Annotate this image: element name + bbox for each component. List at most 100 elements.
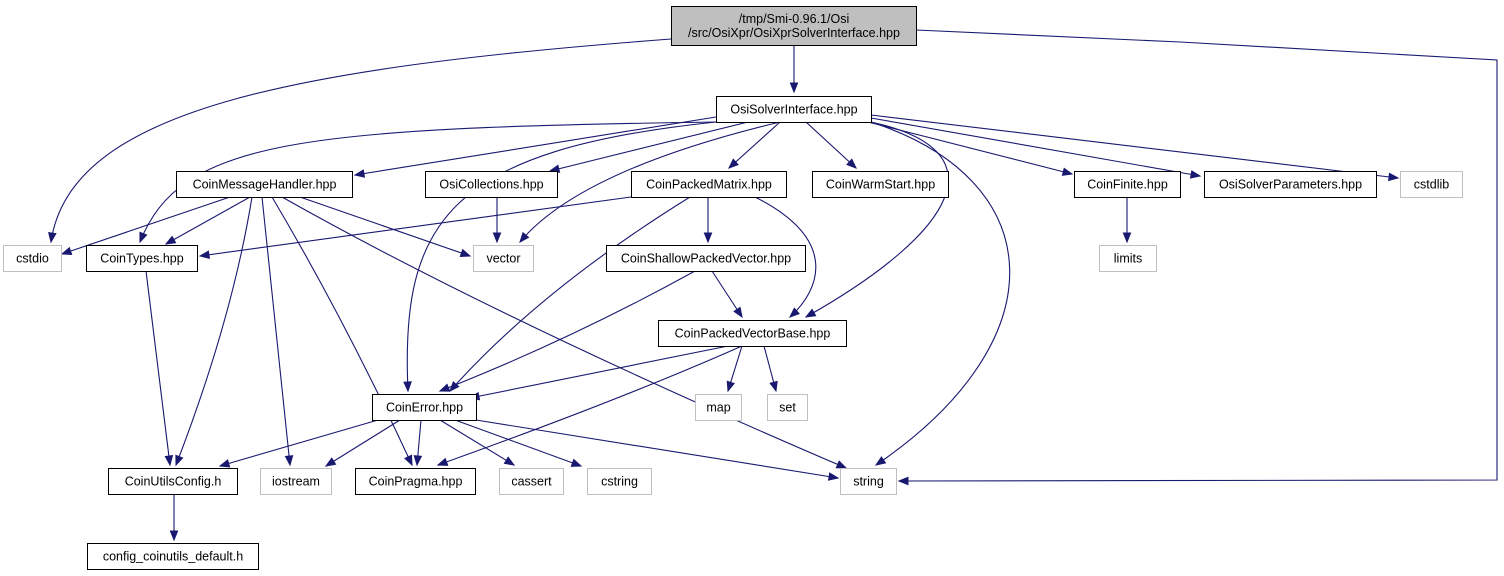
arrow-head (438, 383, 451, 392)
node-osicoll[interactable]: OsiCollections.hpp (425, 171, 558, 198)
arrow-head (874, 456, 887, 466)
node-finite[interactable]: CoinFinite.hpp (1074, 171, 1181, 198)
node-box (260, 468, 332, 495)
node-cointypes[interactable]: CoinTypes.hpp (86, 245, 198, 272)
node-box (1074, 171, 1181, 198)
edge-osisolver-to-error (403, 121, 717, 393)
edge-osisolver-to-osicoll (548, 121, 749, 173)
node-box (812, 171, 949, 198)
edge-pvbase-to-pragma (436, 345, 743, 466)
arrow-head (169, 530, 179, 542)
node-box (176, 171, 353, 198)
edge-osisolver-to-packedmatrix (728, 121, 781, 169)
node-map: map (695, 394, 742, 421)
node-box (1099, 245, 1157, 272)
edge-utilsconfig-to-configdefault (169, 494, 179, 542)
node-label: vector (486, 252, 520, 266)
node-label: CoinWarmStart.hpp (826, 178, 935, 192)
edge-error-to-cassert (439, 419, 516, 466)
node-box (658, 320, 847, 347)
edge-line (354, 116, 717, 176)
arrow-head (570, 458, 583, 467)
arrow-head (769, 380, 778, 393)
node-box (840, 468, 897, 495)
node-box (1204, 171, 1377, 198)
node-label: map (706, 401, 730, 415)
node-box (372, 394, 477, 421)
edge-line (175, 196, 253, 466)
edge-cointypes-to-utilsconfig (145, 270, 174, 467)
edge-root-to-string (897, 29, 1498, 486)
node-label: config_coinutils_default.h (103, 550, 243, 564)
node-box (355, 468, 476, 495)
edge-line (728, 121, 781, 169)
edge-line (519, 121, 781, 243)
edge-finite-to-limits (1122, 197, 1132, 244)
edge-error-to-utilsconfig (218, 419, 379, 468)
node-box (606, 245, 806, 272)
node-msghandler[interactable]: CoinMessageHandler.hpp (176, 171, 353, 198)
edge-line (145, 270, 171, 466)
edge-error-to-cstring (454, 419, 583, 467)
arrow-head (139, 231, 148, 244)
arrow-head (284, 455, 294, 467)
edge-osisolver-to-cstdlib (870, 114, 1400, 182)
node-root[interactable]: /tmp/Smi-0.96.1/Osi/src/OsiXpr/OsiXprSol… (671, 6, 917, 46)
node-utilsconfig[interactable]: CoinUtilsConfig.h (108, 468, 238, 495)
arrow-head (728, 158, 739, 169)
node-solverparams[interactable]: OsiSolverParameters.hpp (1204, 171, 1377, 198)
arrow-head (846, 158, 857, 169)
node-packedmatrix[interactable]: CoinPackedMatrix.hpp (631, 171, 787, 198)
edge-line (475, 419, 839, 479)
node-shallow[interactable]: CoinShallowPackedVector.hpp (606, 245, 806, 272)
edge-pvbase-to-set (763, 345, 778, 393)
node-set: set (767, 394, 808, 421)
edge-line (439, 419, 515, 466)
node-cstdlib: cstdlib (1400, 171, 1463, 198)
node-label: cstdlib (1414, 178, 1449, 192)
edge-osisolver-to-cointypes (139, 121, 717, 244)
edge-shallow-to-pvbase (711, 270, 743, 319)
node-label: limits (1114, 252, 1142, 266)
edge-osisolver-to-pvbase (804, 121, 949, 318)
node-configdefault[interactable]: config_coinutils_default.h (87, 543, 259, 570)
node-string: string (840, 468, 897, 495)
edge-osicoll-to-vector (492, 197, 502, 244)
node-cassert: cassert (499, 468, 564, 495)
node-pvbase[interactable]: CoinPackedVectorBase.hpp (658, 320, 847, 347)
edge-line (898, 29, 1498, 482)
edge-shallow-to-error (438, 270, 696, 392)
arrow-head (1388, 172, 1400, 182)
node-box (86, 245, 198, 272)
edge-line (299, 196, 471, 257)
node-cstring: cstring (587, 468, 652, 495)
edge-osisolver-to-string (870, 121, 1011, 466)
node-box (695, 394, 742, 421)
node-label: OsiSolverParameters.hpp (1219, 178, 1362, 192)
node-label: CoinUtilsConfig.h (125, 475, 222, 489)
edge-line (454, 419, 582, 467)
node-osisolver[interactable]: OsiSolverInterface.hpp (716, 96, 872, 123)
node-label: set (779, 401, 796, 415)
arrow-head (788, 307, 800, 318)
edge-osisolver-to-vector (519, 121, 781, 244)
edge-osisolver-to-warmstart (805, 121, 857, 169)
edge-root-to-osisolver (789, 45, 799, 94)
arrow-head (804, 308, 817, 318)
edge-line (437, 345, 743, 466)
node-label: cstdio (16, 252, 49, 266)
edge-root-to-cstdio (48, 38, 672, 244)
node-warmstart[interactable]: CoinWarmStart.hpp (812, 171, 949, 198)
edge-line (165, 196, 251, 245)
edge-line (199, 196, 632, 257)
edge-line (261, 196, 291, 466)
arrow-head (897, 476, 909, 486)
edge-packedmatrix-to-shallow (703, 197, 713, 244)
node-error[interactable]: CoinError.hpp (372, 394, 477, 421)
node-vector: vector (473, 245, 534, 272)
node-pragma[interactable]: CoinPragma.hpp (355, 468, 476, 495)
edge-line (61, 196, 231, 255)
edge-packedmatrix-to-cointypes (198, 196, 632, 260)
arrow-head (726, 380, 735, 393)
edge-line (449, 196, 691, 392)
